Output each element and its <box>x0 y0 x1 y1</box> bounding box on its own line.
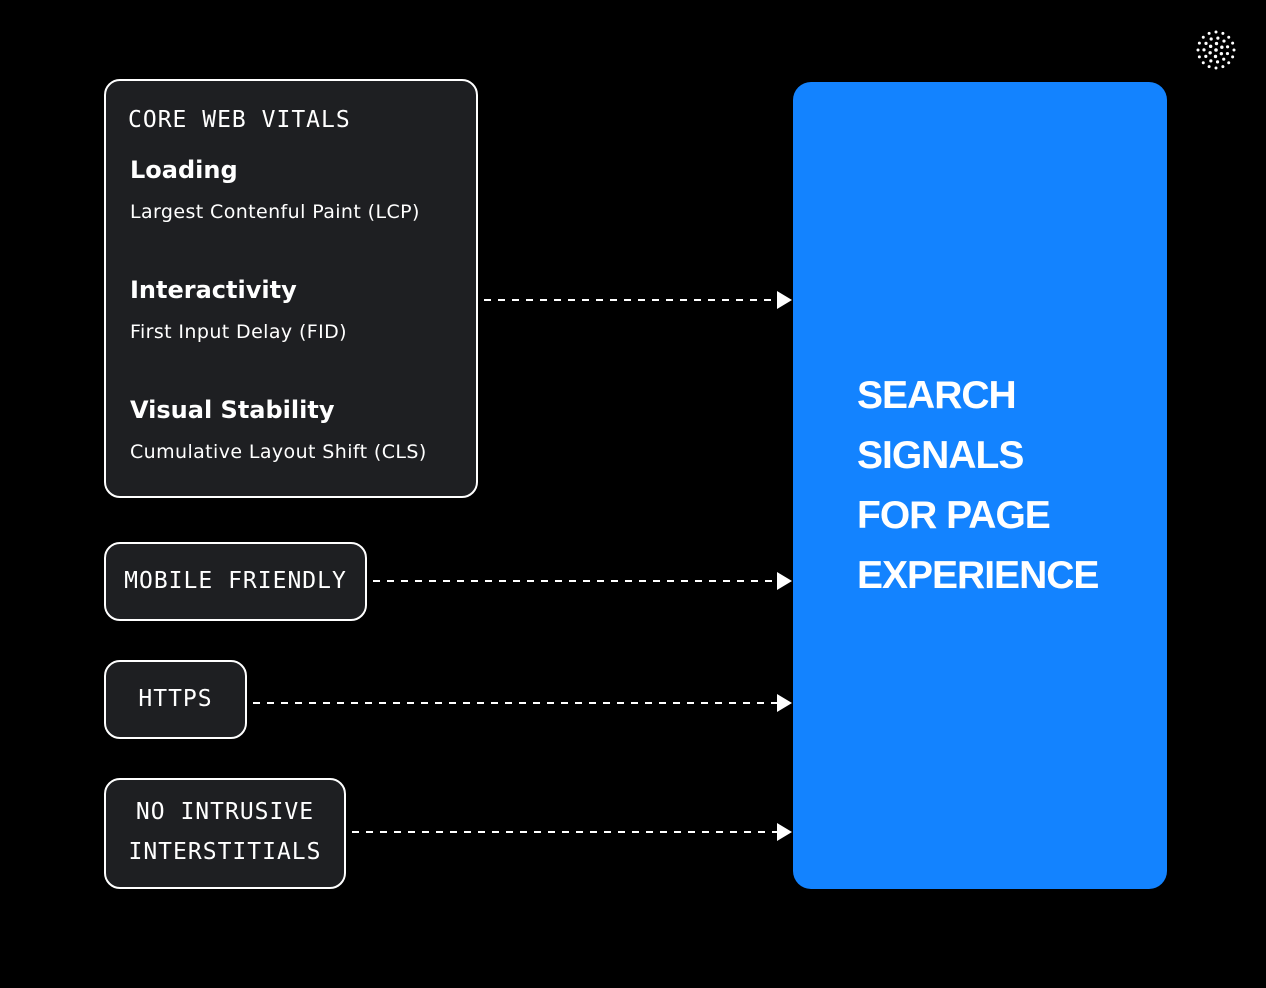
logo-dot <box>1216 36 1220 40</box>
logo-dot <box>1231 55 1235 59</box>
logo-dot <box>1204 54 1208 58</box>
connector-core-web-vitals-arrowhead-icon <box>777 291 792 309</box>
metric-interactivity-name: Interactivity <box>130 276 297 304</box>
page-experience-title-line-4: EXPERIENCE <box>857 554 1099 597</box>
logo-dot <box>1214 41 1219 46</box>
dotted-circle-logo-icon <box>1196 30 1236 70</box>
logo-dot <box>1196 48 1200 52</box>
logo-dot <box>1227 35 1231 39</box>
logo-dot <box>1209 59 1213 63</box>
no-intrusive-interstitials-label-line-2: INTERSTITIALS <box>128 839 322 865</box>
logo-dot <box>1222 39 1226 43</box>
logo-dot <box>1201 35 1205 39</box>
page-experience-box <box>793 82 1167 889</box>
logo-dot <box>1209 37 1213 41</box>
connector-mobile-friendly-arrowhead-icon <box>777 572 792 590</box>
metric-interactivity-description: First Input Delay (FID) <box>130 321 347 343</box>
logo-dot <box>1221 65 1225 69</box>
logo-dot <box>1197 55 1201 59</box>
logo-dot <box>1220 45 1224 49</box>
logo-dot <box>1227 61 1231 65</box>
logo-dot <box>1214 30 1218 34</box>
mobile-friendly-label: MOBILE FRIENDLY <box>124 568 347 594</box>
connector-https-arrowhead-icon <box>777 694 792 712</box>
core-web-vitals-title: CORE WEB VITALS <box>128 107 351 133</box>
core-web-vitals-box <box>104 79 478 498</box>
page-experience-title-line-1: SEARCH <box>857 374 1017 417</box>
https-box: HTTPS <box>104 660 247 739</box>
page-experience-title-line-2: SIGNALS <box>857 434 1024 477</box>
no-intrusive-interstitials-box: NO INTRUSIVE INTERSTITIALS <box>104 778 346 889</box>
logo-dot <box>1214 48 1218 52</box>
mobile-friendly-box: MOBILE FRIENDLY <box>104 542 367 621</box>
logo-dot <box>1208 51 1212 55</box>
metric-visual-stability-description: Cumulative Layout Shift (CLS) <box>130 441 427 463</box>
logo-dot <box>1231 41 1235 45</box>
logo-dot <box>1232 48 1236 52</box>
logo-dot <box>1214 66 1218 70</box>
logo-dot <box>1208 44 1213 49</box>
logo-dot <box>1201 61 1205 65</box>
metric-loading-name: Loading <box>130 156 238 184</box>
logo-dot <box>1197 41 1201 45</box>
logo-dot <box>1213 54 1218 59</box>
logo-dot <box>1221 31 1225 35</box>
logo-dot <box>1225 45 1230 49</box>
logo-dot <box>1215 60 1220 64</box>
logo-dot <box>1225 51 1230 56</box>
metric-loading-description: Largest Contenful Paint (LCP) <box>130 201 420 223</box>
metric-visual-stability-name: Visual Stability <box>130 396 335 424</box>
https-label: HTTPS <box>138 686 213 712</box>
logo-dot <box>1219 51 1224 56</box>
logo-dot <box>1207 31 1211 35</box>
page-experience-title-line-3: FOR PAGE <box>857 494 1051 537</box>
logo-dot <box>1202 48 1206 52</box>
connector-interstitials-arrowhead-icon <box>777 823 792 841</box>
logo-dot <box>1204 41 1208 45</box>
no-intrusive-interstitials-label-line-1: NO INTRUSIVE <box>135 799 315 825</box>
logo-dot <box>1207 65 1211 69</box>
logo-dot <box>1222 57 1226 61</box>
